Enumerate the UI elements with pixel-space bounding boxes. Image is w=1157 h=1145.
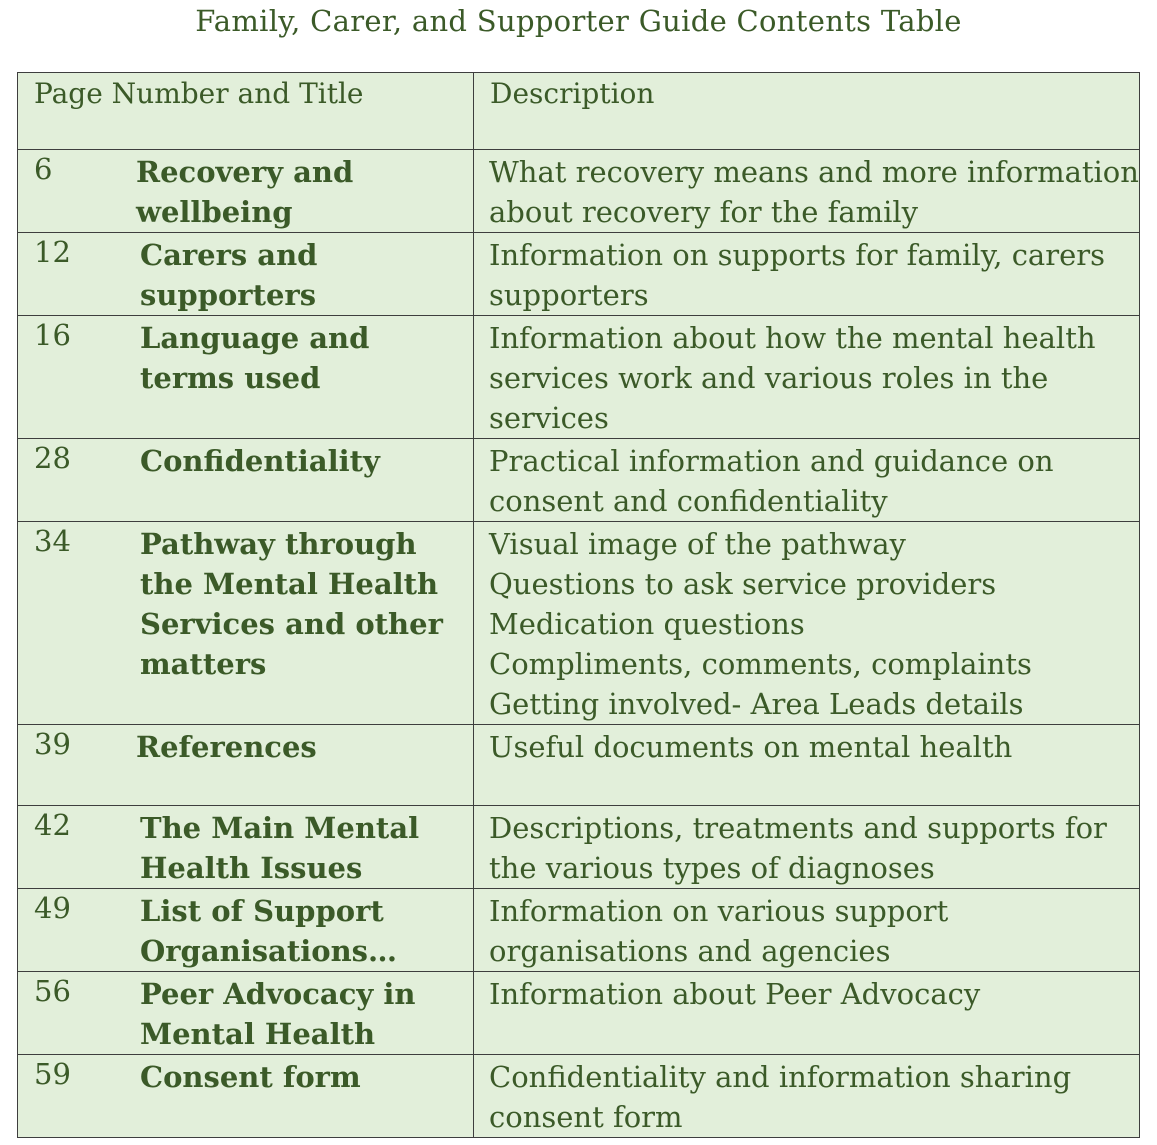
page-number: 59: [34, 1057, 71, 1091]
table-row: 16 Language and terms used Information a…: [17, 315, 1140, 439]
description-cell: Information about how the mental health …: [473, 315, 1140, 439]
contents-table: Page Number and Title Description 6 Reco…: [17, 72, 1140, 1138]
description-cell: Information on various support organisat…: [473, 888, 1140, 972]
description-text: Descriptions, treatments and supports fo…: [489, 811, 1107, 885]
description-line: Compliments, comments, complaints: [489, 647, 1032, 681]
description-line: Questions to ask service providers: [489, 567, 997, 601]
description-cell: Information on supports for family, care…: [473, 232, 1140, 316]
section-title: Peer Advocacy in Mental Health: [140, 977, 416, 1051]
description-text: Information on supports for family, care…: [489, 238, 1105, 312]
table-row: 59 Consent form Confidentiality and info…: [17, 1054, 1140, 1138]
page-title-cell: 39 References: [17, 724, 474, 806]
description-cell: Information about Peer Advocacy: [473, 971, 1140, 1055]
description-text: Information about how the mental health …: [489, 321, 1096, 435]
table-row: 42 The Main Mental Health Issues Descrip…: [17, 805, 1140, 889]
header-page-title: Page Number and Title: [17, 72, 474, 150]
page-title-cell: 42 The Main Mental Health Issues: [17, 805, 474, 889]
page-number: 28: [34, 441, 71, 475]
section-title: The Main Mental Health Issues: [140, 811, 420, 885]
page-title-cell: 12 Carers and supporters: [17, 232, 474, 316]
table-header-row: Page Number and Title Description: [17, 72, 1140, 150]
section-title: Pathway through the Mental Health Servic…: [140, 527, 443, 681]
table-row: 56 Peer Advocacy in Mental Health Inform…: [17, 971, 1140, 1055]
page-number: 42: [34, 808, 71, 842]
section-title: Confidentiality: [140, 444, 380, 478]
description-line: Medication questions: [489, 607, 805, 641]
section-title: Recovery and wellbeing: [136, 155, 354, 229]
description-text: Information about Peer Advocacy: [489, 977, 981, 1011]
description-text: What recovery means and more information…: [489, 155, 1139, 229]
description-cell: Useful documents on mental health: [473, 724, 1140, 806]
document-title: Family, Carer, and Supporter Guide Conte…: [195, 4, 962, 38]
page-number: 39: [34, 727, 71, 761]
section-title: List of Support Organisations…: [140, 894, 397, 968]
page-number: 12: [34, 235, 71, 269]
table-row: 6 Recovery and wellbeing What recovery m…: [17, 149, 1140, 233]
page-title-cell: 6 Recovery and wellbeing: [17, 149, 474, 233]
description-cell: Descriptions, treatments and supports fo…: [473, 805, 1140, 889]
page-title-cell: 59 Consent form: [17, 1054, 474, 1138]
section-title: Language and terms used: [140, 321, 370, 395]
table-row: 28 Confidentiality Practical information…: [17, 438, 1140, 522]
page-title-cell: 49 List of Support Organisations…: [17, 888, 474, 972]
description-cell: Confidentiality and information sharing …: [473, 1054, 1140, 1138]
page-number: 6: [34, 152, 53, 186]
section-title: References: [136, 730, 317, 764]
description-line: Getting involved- Area Leads details: [489, 687, 1024, 721]
table-row: 49 List of Support Organisations… Inform…: [17, 888, 1140, 972]
description-text: Confidentiality and information sharing …: [489, 1060, 1072, 1134]
page-title-cell: 16 Language and terms used: [17, 315, 474, 439]
page-title-cell: 56 Peer Advocacy in Mental Health: [17, 971, 474, 1055]
table-row: 12 Carers and supporters Information on …: [17, 232, 1140, 316]
description-text: Information on various support organisat…: [489, 894, 949, 968]
section-title: Consent form: [140, 1060, 361, 1094]
page-title-cell: 34 Pathway through the Mental Health Ser…: [17, 521, 474, 725]
page-title-cell: 28 Confidentiality: [17, 438, 474, 522]
description-cell: Practical information and guidance on co…: [473, 438, 1140, 522]
description-text: Practical information and guidance on co…: [489, 444, 1054, 518]
page-number: 16: [34, 318, 71, 352]
header-description: Description: [473, 72, 1140, 150]
description-cell: Visual image of the pathway Questions to…: [473, 521, 1140, 725]
section-title: Carers and supporters: [140, 238, 318, 312]
description-line: Visual image of the pathway: [489, 527, 906, 561]
description-cell: What recovery means and more information…: [473, 149, 1140, 233]
table-row: 34 Pathway through the Mental Health Ser…: [17, 521, 1140, 725]
description-text: Visual image of the pathway Questions to…: [474, 522, 1139, 724]
page-number: 56: [34, 974, 71, 1008]
page-number: 34: [34, 524, 71, 558]
table-row: 39 References Useful documents on mental…: [17, 724, 1140, 806]
page-number: 49: [34, 891, 71, 925]
description-text: Useful documents on mental health: [489, 730, 1013, 764]
